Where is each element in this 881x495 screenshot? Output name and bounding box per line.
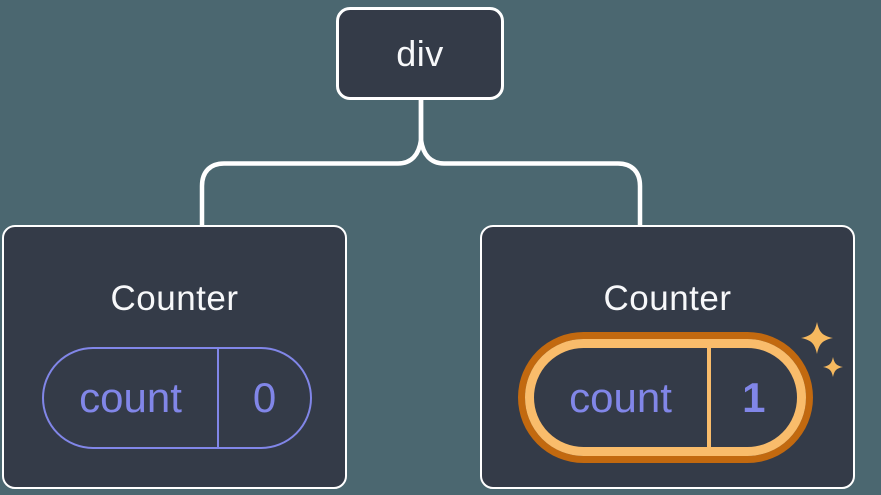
component-title: Counter xyxy=(603,279,732,318)
pill-divider xyxy=(217,349,219,447)
tree-node-root: div xyxy=(336,7,504,100)
state-pill: count 0 xyxy=(42,347,312,449)
state-key: count xyxy=(79,374,182,421)
root-node-label: div xyxy=(396,32,444,74)
component-title: Counter xyxy=(110,279,239,318)
state-key: count xyxy=(569,373,672,421)
tree-node-counter-right: Counter count 1 xyxy=(480,225,855,489)
tree-node-counter-left: Counter count 0 xyxy=(2,225,347,489)
state-value: 1 xyxy=(742,373,766,421)
pill-divider xyxy=(707,348,711,447)
state-pill-highlighted: count 1 xyxy=(525,339,806,456)
state-value: 0 xyxy=(252,374,277,421)
